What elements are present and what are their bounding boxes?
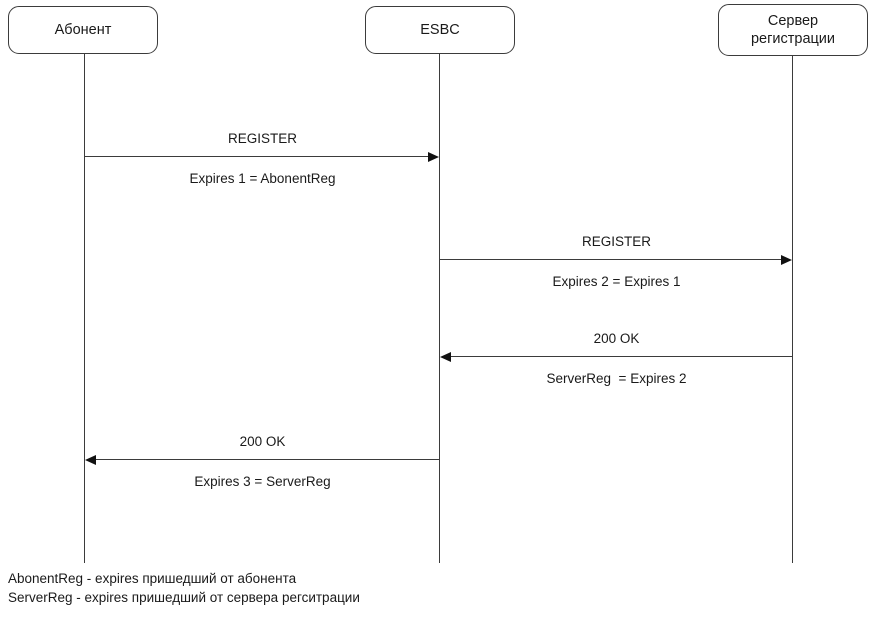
lifeline-esbc	[439, 54, 441, 563]
arrow-head-msg1	[428, 151, 439, 162]
message-sublabel-msg1: Expires 1 = AbonentReg	[189, 171, 336, 186]
participant-box-reg-server[interactable]: Сервер регистрации	[718, 4, 868, 56]
message-line-msg3	[450, 356, 793, 358]
arrow-head-msg2	[781, 254, 792, 265]
message-label-msg1: REGISTER	[227, 131, 297, 146]
arrow-head-msg3	[440, 351, 451, 362]
message-label-msg3: 200 OK	[593, 331, 640, 346]
participant-label-abonent: Абонент	[54, 21, 112, 38]
legend-line-serverreg: ServerReg - expires пришедший от сервера…	[8, 590, 360, 605]
message-label-msg4: 200 OK	[239, 434, 286, 449]
arrow-head-msg4	[85, 454, 96, 465]
message-sublabel-msg4: Expires 3 = ServerReg	[194, 474, 331, 489]
lifeline-abonent	[84, 54, 86, 563]
message-line-msg4	[95, 459, 440, 461]
participant-box-abonent[interactable]: Абонент	[8, 6, 158, 54]
message-line-msg2	[440, 259, 783, 261]
message-label-msg2: REGISTER	[581, 234, 651, 249]
message-sublabel-msg2: Expires 2 = Expires 1	[552, 274, 681, 289]
message-line-msg1	[85, 156, 430, 158]
participant-box-esbc[interactable]: ESBC	[365, 6, 515, 54]
lifeline-reg-server	[792, 56, 794, 563]
participant-label-esbc: ESBC	[420, 21, 460, 38]
message-sublabel-msg3: ServerReg = Expires 2	[546, 371, 687, 386]
participant-label-reg-server: Сервер регистрации	[750, 12, 836, 47]
legend-line-abonentreg: AbonentReg - expires пришедший от абонен…	[8, 571, 297, 586]
